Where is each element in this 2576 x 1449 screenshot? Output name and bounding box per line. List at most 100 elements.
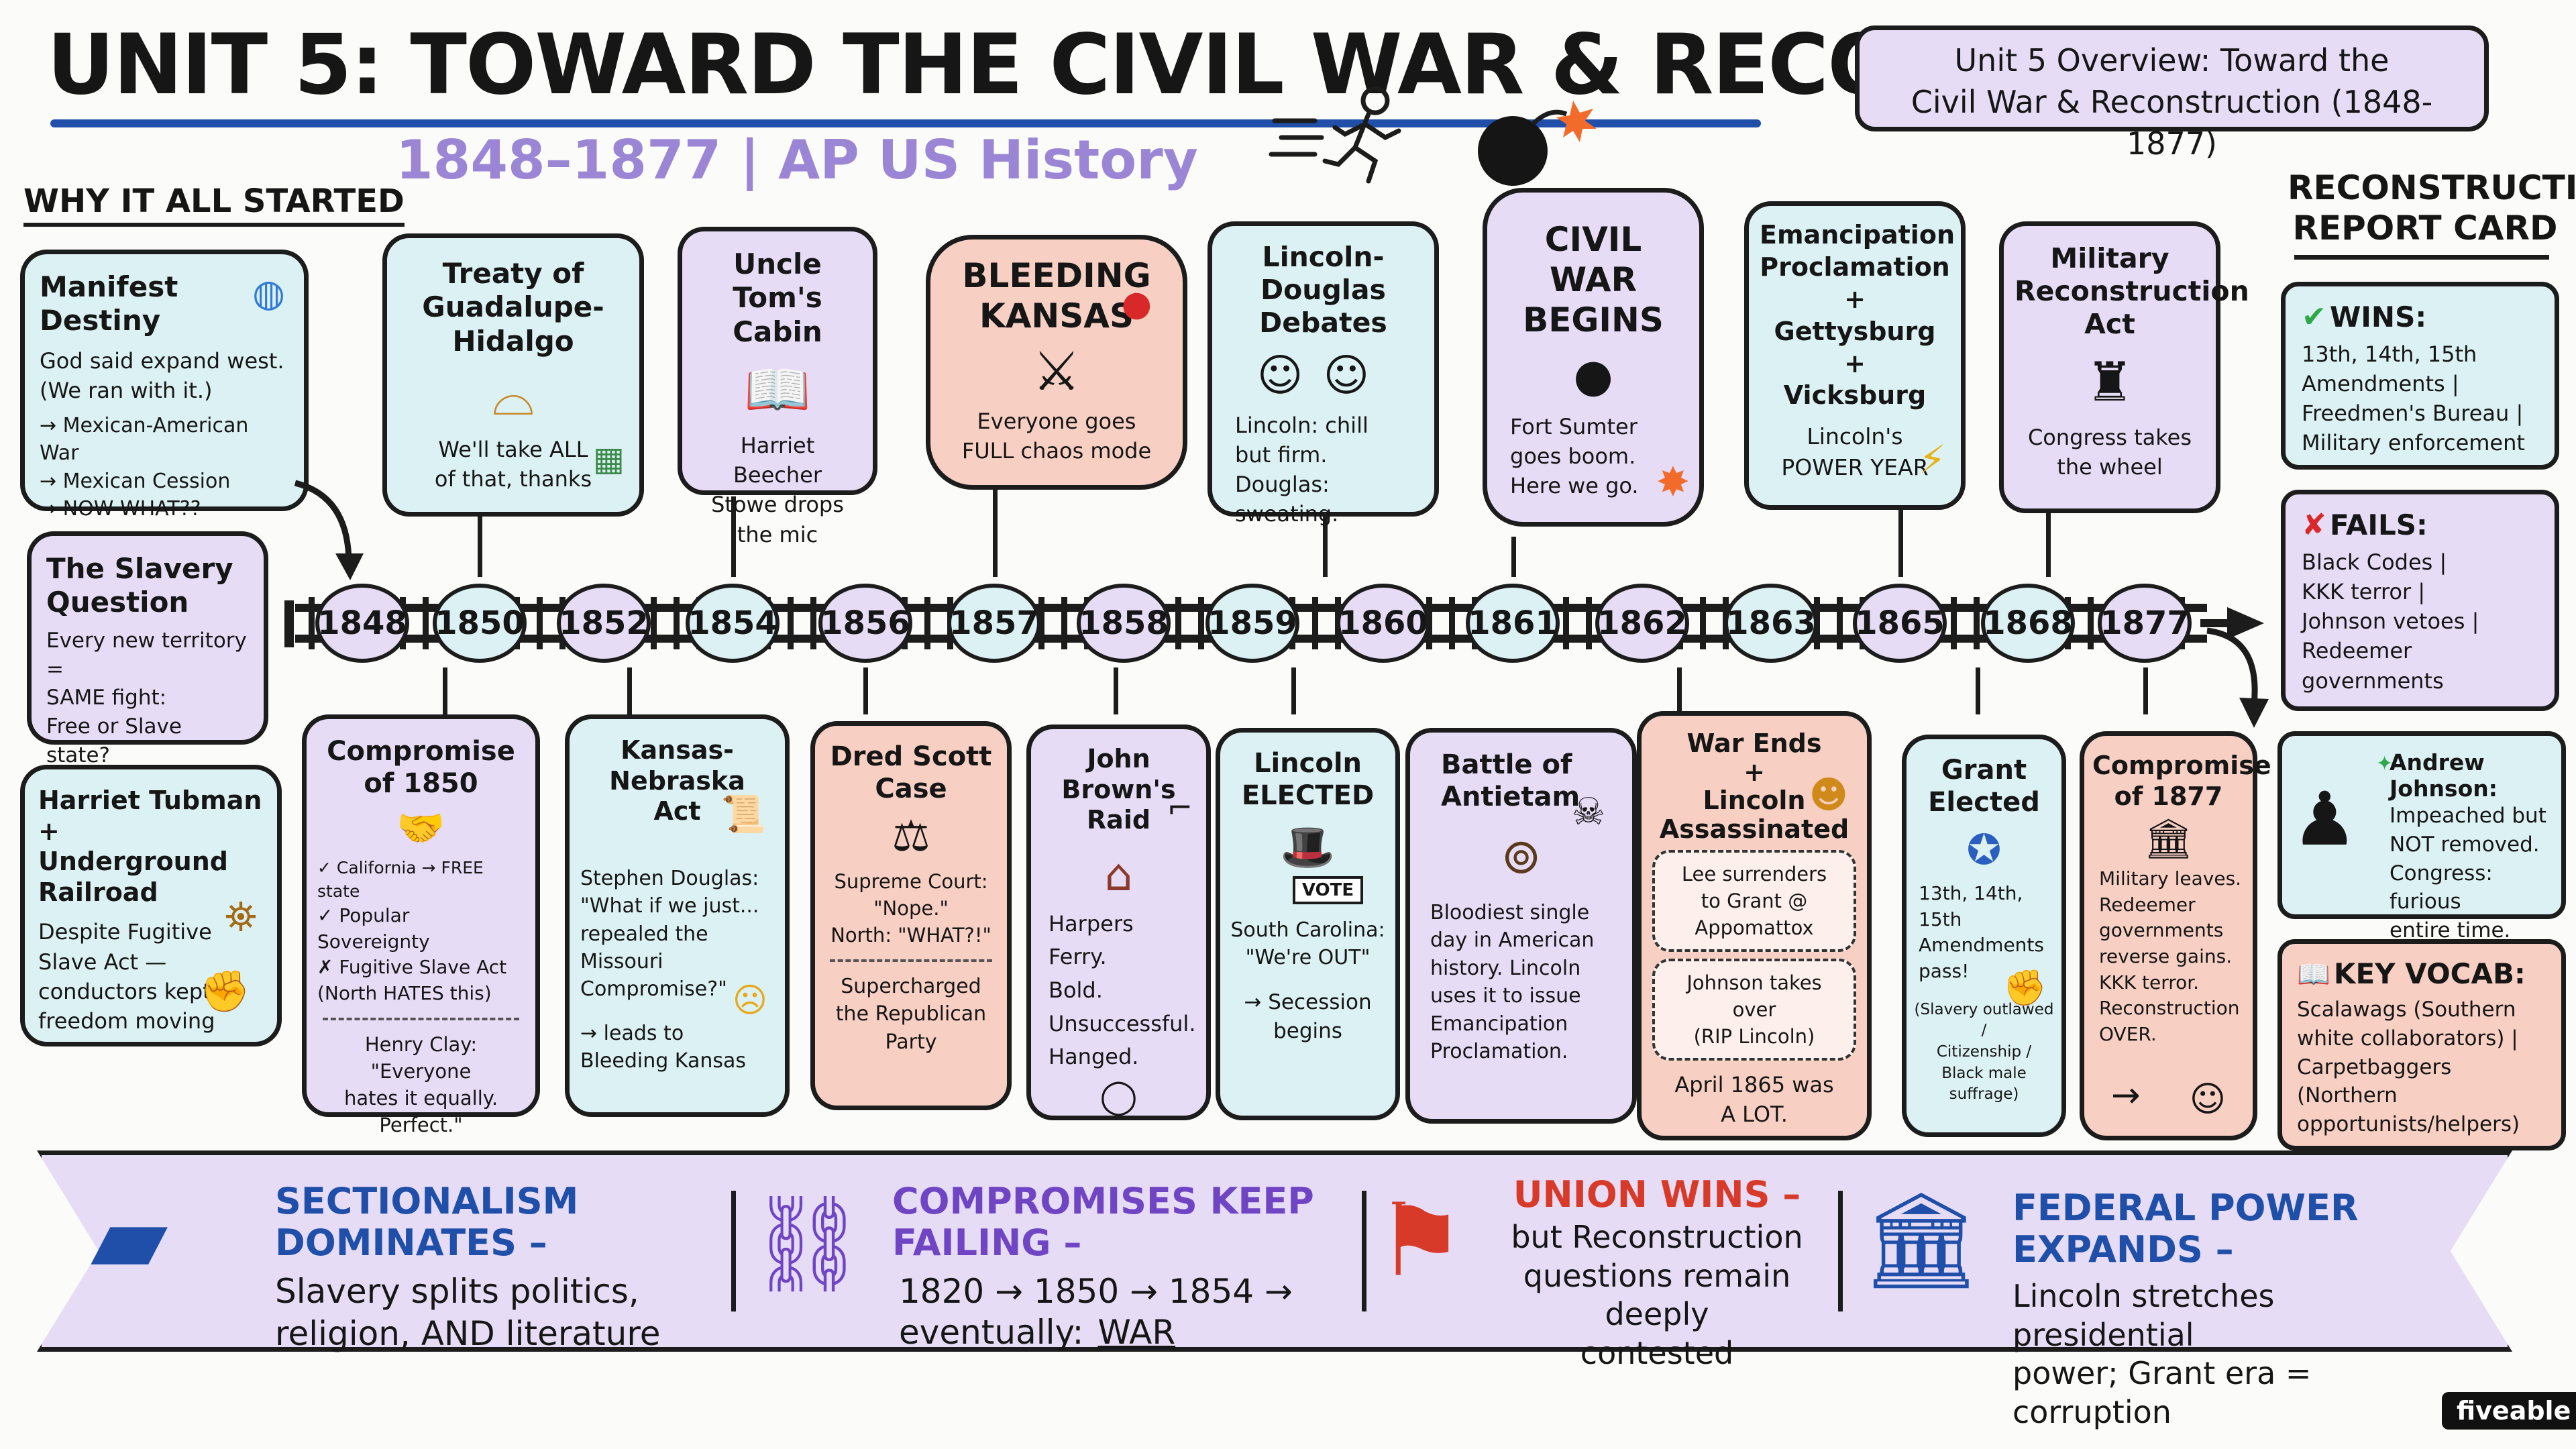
andrew-johnson-portrait-icon: ♟ — [2292, 776, 2358, 862]
sectionalism-title: SECTIONALISM DOMINATES – — [275, 1180, 579, 1265]
bleeding-kansas-body: Everyone goes FULL chaos mode — [961, 409, 1152, 464]
manifest-destiny-body: God said expand west. (We ran with it.) — [40, 347, 284, 403]
track-tie — [423, 597, 429, 649]
vote-box: VOTE — [1292, 876, 1364, 904]
globe-icon: ◍ — [252, 272, 285, 315]
track-tie — [537, 597, 543, 649]
military-title: Military Reconstruction Act — [2015, 242, 2249, 341]
handshake-icon: 🤝 — [396, 805, 445, 851]
track-tie — [1563, 597, 1569, 649]
theme-federal-power: FEDERAL POWER EXPANDS – Lincoln stretche… — [1999, 1147, 2462, 1430]
timeline-year-1868[interactable]: 1868 — [1981, 584, 2075, 663]
timeline-year-1857[interactable]: 1857 — [947, 584, 1041, 663]
soldier-icon: ♜ — [2086, 350, 2134, 413]
compromise-1850-card: Compromise of 1850 🤝 ✓ California → FREE… — [302, 714, 540, 1136]
pistol-icon: ⌐ — [1167, 790, 1193, 826]
timeline-year-1848[interactable]: 1848 — [315, 584, 409, 663]
civil-war-begins-card: CIVIL WAR BEGINS ● Fort Sumter goes boom… — [1483, 188, 1704, 527]
connector-bottom-1858 — [1114, 667, 1118, 714]
top-hat-icon: 🎩 — [1280, 821, 1336, 873]
track-tie — [1312, 597, 1318, 649]
comp1850-item-2: ✓ Popular Sovereignty — [317, 904, 430, 953]
lincoln-elected-card: Lincoln ELECTED 🎩 VOTE South Carolina: "… — [1216, 728, 1400, 1120]
manifest-arrow-icon — [294, 480, 364, 580]
timeline-year-1859[interactable]: 1859 — [1205, 584, 1299, 663]
connector-bottom-1862 — [1677, 667, 1682, 714]
comp1850-quote: Henry Clay: "Everyone hates it equally. … — [343, 1032, 498, 1136]
check-icon: ✔ — [2302, 300, 2326, 334]
timeline-year-1861[interactable]: 1861 — [1466, 584, 1560, 663]
timeline-year-1863[interactable]: 1863 — [1724, 584, 1818, 663]
track-tie — [674, 597, 680, 649]
fails-text: Black Codes | KKK terror | Johnson vetoe… — [2302, 549, 2479, 694]
civil-war-body: Fort Sumter goes boom. Here we go. — [1510, 414, 1639, 499]
compromise-1877-card: Compromise of 1877 🏛 Military leaves. Re… — [2080, 731, 2271, 1140]
antietam-body: Bloodiest single day in American history… — [1430, 901, 1595, 1063]
debates-body: Lincoln: chill but firm. Douglas: sweati… — [1235, 412, 1368, 527]
explosion-icon: ✸ — [1656, 459, 1690, 506]
comp1850-title: Compromise of 1850 — [327, 736, 515, 799]
dred-title: Dred Scott Case — [830, 741, 992, 804]
fails-card: ✘ FAILS: Black Codes | KKK terror | John… — [2281, 490, 2559, 711]
timeline-year-1865[interactable]: 1865 — [1853, 584, 1947, 663]
timeline-year-1854[interactable]: 1854 — [686, 584, 780, 663]
track-tie — [1951, 597, 1957, 649]
elected-body: South Carolina: "We're OUT" — [1230, 918, 1385, 970]
blood-drop-icon: ● — [1121, 284, 1152, 324]
connector-1861 — [1511, 537, 1516, 577]
track-tie — [1586, 597, 1592, 649]
brown-body: Harpers Ferry. Bold. Unsuccessful. Hange… — [1049, 910, 1196, 1070]
banner-divider-1 — [731, 1191, 736, 1311]
key-vocab-text: Scalawags (Southern white collaborators)… — [2297, 998, 2520, 1137]
sombrero-icon: ⌓ — [492, 365, 535, 428]
warends-box-1: Lee surrenders to Grant @ Appomattox — [1652, 850, 1856, 953]
connector-bottom-1860 — [1291, 667, 1296, 714]
dred-note: Supercharged the Republican Party — [835, 975, 987, 1054]
timeline-year-1860[interactable]: 1860 — [1336, 584, 1430, 663]
timeline-year-1862[interactable]: 1862 — [1595, 584, 1689, 663]
manifest-destiny-card: Manifest Destiny ◍ God said expand west.… — [20, 250, 309, 521]
track-tie — [309, 597, 315, 649]
union-wins-title: UNION WINS – — [1513, 1173, 1801, 1216]
track-tie — [1175, 597, 1181, 649]
track-tie — [1038, 597, 1044, 649]
worried-face-icon: ☹ — [732, 981, 767, 1020]
antietam-title: Battle of Antietam — [1441, 749, 1580, 812]
timeline-year-1852[interactable]: 1852 — [557, 584, 651, 663]
page-subtitle: 1848–1877 | AP US History — [396, 129, 1198, 191]
wins-card: ✔ WINS: 13th, 14th, 15th Amendments | Fr… — [2281, 282, 2559, 470]
grant-elected-card: Grant Elected ✪ 13th, 14th, 15th Amendme… — [1902, 735, 2066, 1137]
emancipation-card: Emancipation Proclamation + Gettysburg +… — [1744, 201, 1966, 510]
timeline-year-1850[interactable]: 1850 — [433, 584, 527, 663]
timeline-year-1858[interactable]: 1858 — [1077, 584, 1171, 663]
banner-divider-3 — [1838, 1191, 1843, 1311]
fiveable-logo[interactable]: fiveable — [2442, 1392, 2576, 1430]
dred-body: Supreme Court: "Nope." North: "WHAT?!" — [830, 870, 991, 947]
warends-title: War Ends + Lincoln Assassinated — [1659, 729, 1849, 844]
open-book-icon: 📖 — [2297, 959, 2330, 990]
comp1850-item-1: ✓ California → FREE state — [317, 858, 484, 901]
grant-title: Grant Elected — [1928, 755, 2040, 818]
broken-chain-icon: ⛓ — [748, 1189, 867, 1299]
timeline-year-1856[interactable]: 1856 — [818, 584, 912, 663]
warends-note: April 1865 was A LOT. — [1674, 1072, 1834, 1128]
union-wins-body: but Reconstruction questions remain deep… — [1511, 1219, 1803, 1371]
grant-note: (Slavery outlawed / Citizenship / Black … — [1914, 1000, 2054, 1104]
title-underline — [50, 119, 1761, 127]
connector-bottom-1852 — [627, 667, 632, 714]
comp1850-divider — [323, 1017, 519, 1020]
theme-sectionalism: SECTIONALISM DOMINATES – Slavery splits … — [262, 1147, 724, 1352]
connector-1865 — [1898, 510, 1903, 577]
why-it-started-label: WHY IT ALL STARTED — [23, 182, 405, 227]
bleeding-kansas-card: BLEEDING KANSAS ● ⚔ Everyone goes FULL c… — [926, 235, 1187, 490]
andrew-johnson-card: ♟ ✦ Andrew Johnson: Impeached but NOT re… — [2277, 731, 2566, 943]
track-tie — [1198, 597, 1204, 649]
track-tie — [924, 597, 930, 649]
fist-icon: ✊ — [2003, 968, 2047, 1008]
kansasneb-body: Stephen Douglas: "What if we just... rep… — [580, 866, 759, 1002]
book-icon: 📖 — [744, 358, 811, 421]
timeline-year-1877[interactable]: 1877 — [2098, 584, 2192, 663]
usa-map-icon: ▰ — [91, 1179, 168, 1296]
andrew-johnson-text: Impeached but NOT removed. Congress: fur… — [2390, 804, 2546, 943]
manifest-destiny-title: Manifest Destiny — [40, 270, 178, 337]
